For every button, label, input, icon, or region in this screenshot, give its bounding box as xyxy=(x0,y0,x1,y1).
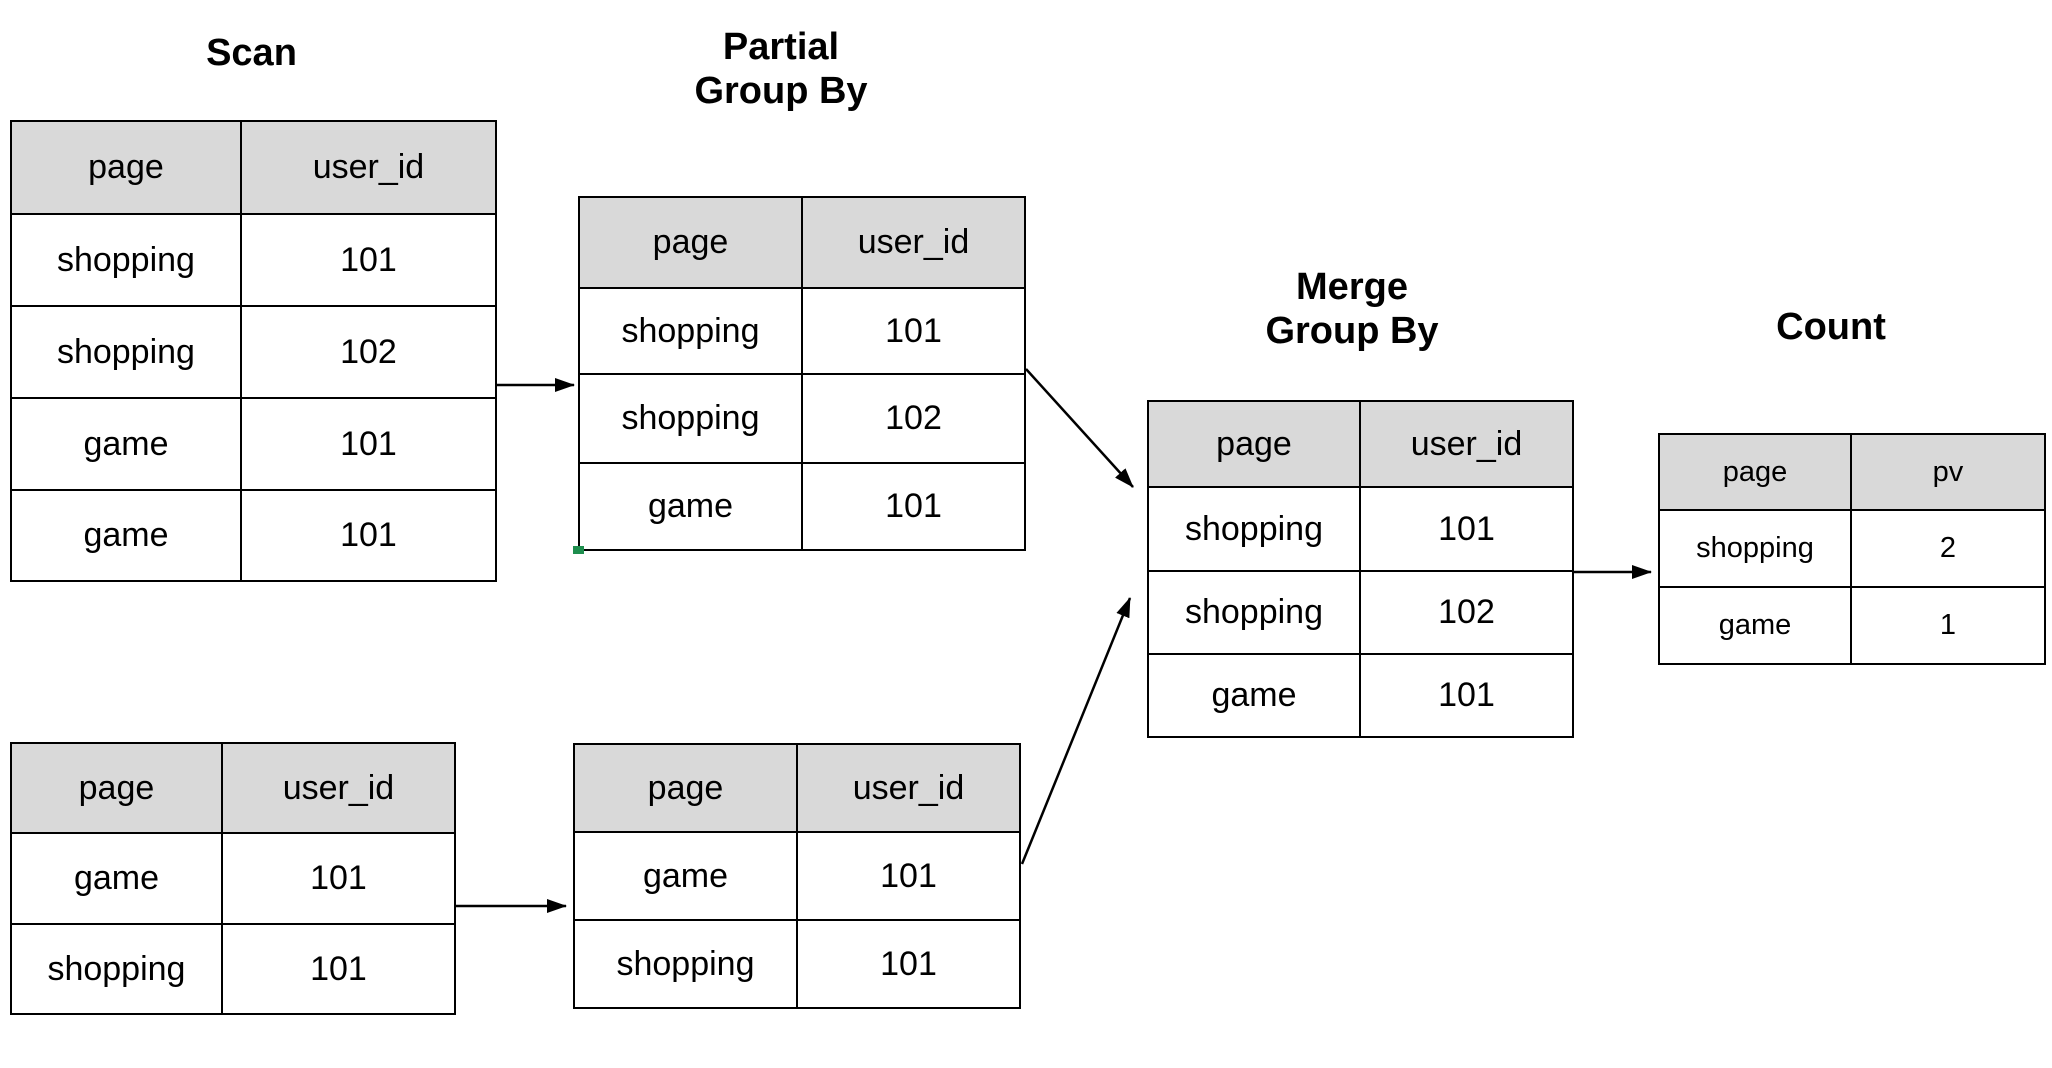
table-cell: game xyxy=(578,462,803,551)
table-cell: shopping xyxy=(1658,509,1852,588)
table-cell: 101 xyxy=(1358,653,1575,738)
partial-group-by-title-line1: Partial xyxy=(722,26,840,68)
table-cell: 101 xyxy=(801,462,1026,551)
table-cell: 2 xyxy=(1849,509,2047,588)
merge-group-by-title-line2: Group By xyxy=(1265,310,1439,352)
table-cell: shopping xyxy=(1147,570,1361,655)
column-header-user_id: user_id xyxy=(1358,400,1575,488)
table-cell: 101 xyxy=(796,919,1021,1009)
partial-group-by-title-line2: Group By xyxy=(694,70,868,112)
table-cell: 102 xyxy=(801,373,1026,464)
table-cell: game xyxy=(10,489,242,582)
table-cell: game xyxy=(10,397,242,491)
merge-group-by-title-line1: Merge xyxy=(1296,266,1408,308)
table-cell: shopping xyxy=(10,923,223,1015)
count-title-line: Count xyxy=(1776,306,1886,348)
column-header-page: page xyxy=(1658,433,1852,511)
table-cell: 101 xyxy=(220,923,457,1015)
partial-group-by-title: Partial Group By xyxy=(581,25,981,113)
column-header-user_id: user_id xyxy=(239,120,498,215)
selection-handle xyxy=(573,546,584,554)
arrow-partial-to-merge xyxy=(1025,368,1134,488)
table-cell: 101 xyxy=(220,832,457,925)
table-cell: 101 xyxy=(796,831,1021,921)
table-cell: 101 xyxy=(239,213,498,307)
table-cell: shopping xyxy=(573,919,798,1009)
table-cell: shopping xyxy=(578,287,803,375)
table-cell: game xyxy=(10,832,223,925)
column-header-user_id: user_id xyxy=(220,742,457,834)
table-cell: 102 xyxy=(1358,570,1575,655)
column-header-page: page xyxy=(578,196,803,289)
table-cell: 102 xyxy=(239,305,498,399)
table-cell: shopping xyxy=(578,373,803,464)
scan-title: Scan xyxy=(10,31,493,75)
table-cell: shopping xyxy=(10,305,242,399)
column-header-user_id: user_id xyxy=(801,196,1026,289)
column-header-user_id: user_id xyxy=(796,743,1021,833)
table-cell: 101 xyxy=(1358,486,1575,572)
table-cell: 1 xyxy=(1849,586,2047,665)
table-cell: game xyxy=(1658,586,1852,665)
column-header-page: page xyxy=(10,120,242,215)
table-cell: 101 xyxy=(239,397,498,491)
table-cell: shopping xyxy=(1147,486,1361,572)
table-cell: shopping xyxy=(10,213,242,307)
merge-group-by-title: Merge Group By xyxy=(1152,265,1552,353)
column-header-page: page xyxy=(1147,400,1361,488)
count-title: Count xyxy=(1631,305,2031,349)
column-header-page: page xyxy=(573,743,798,833)
table-cell: 101 xyxy=(801,287,1026,375)
column-header-page: page xyxy=(10,742,223,834)
scan-title-line: Scan xyxy=(206,32,297,74)
arrow-partial2-to-merge xyxy=(1020,597,1132,865)
column-header-pv: pv xyxy=(1849,433,2047,511)
table-cell: game xyxy=(1147,653,1361,738)
table-cell: game xyxy=(573,831,798,921)
table-cell: 101 xyxy=(239,489,498,582)
